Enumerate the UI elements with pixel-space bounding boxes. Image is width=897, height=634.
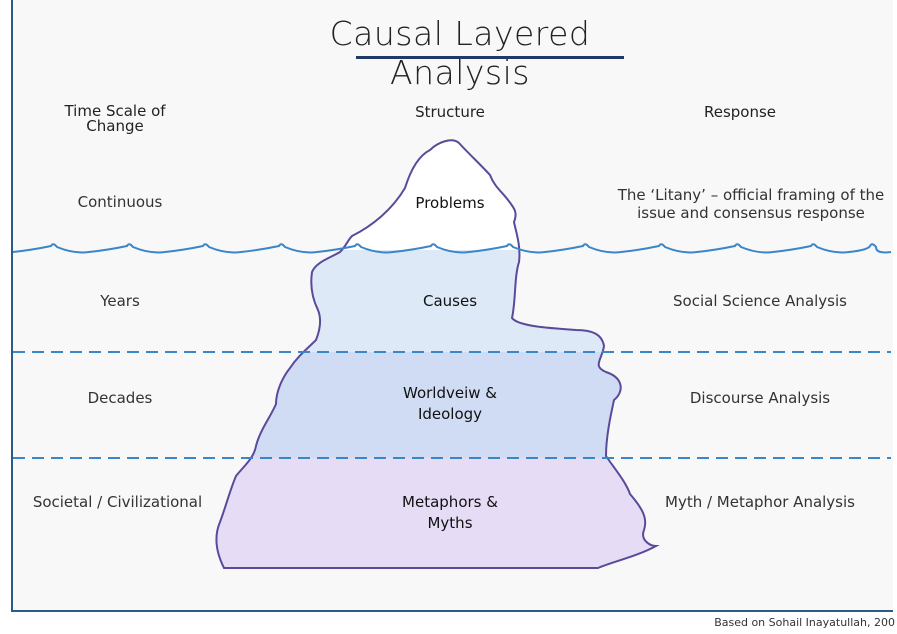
structure-metaphors: Metaphors & Myths [402, 493, 498, 532]
response-discourse: Discourse Analysis [689, 389, 831, 407]
structure-causes: Causes [422, 292, 478, 310]
water-line [12, 243, 892, 254]
column-header-time: Time Scale of Change [64, 102, 166, 135]
structure-worldview: Worldveiw & Ideology [403, 384, 497, 423]
credit-text: Based on Sohail Inayatullah, 200 [714, 616, 895, 629]
column-header-response: Response [703, 103, 777, 121]
time-societal: Societal / Civilizational [32, 493, 203, 511]
time-continuous: Continuous [77, 193, 163, 211]
response-myth-metaphor: Myth / Metaphor Analysis [665, 493, 855, 511]
column-header-structure: Structure [415, 103, 485, 121]
iceberg-tip-fill [216, 140, 656, 250]
iceberg-outline [215, 139, 660, 569]
response-litany: The ‘Litany’ – official framing of the i… [617, 186, 885, 222]
structure-problems: Problems [415, 194, 485, 212]
diagram-title: Causal Layered Analysis [329, 14, 591, 92]
iceberg-myths-fill [216, 458, 656, 569]
response-social-science: Social Science Analysis [673, 292, 847, 310]
time-years: Years [100, 292, 140, 310]
time-decades: Decades [87, 389, 153, 407]
title-underline [356, 56, 624, 59]
